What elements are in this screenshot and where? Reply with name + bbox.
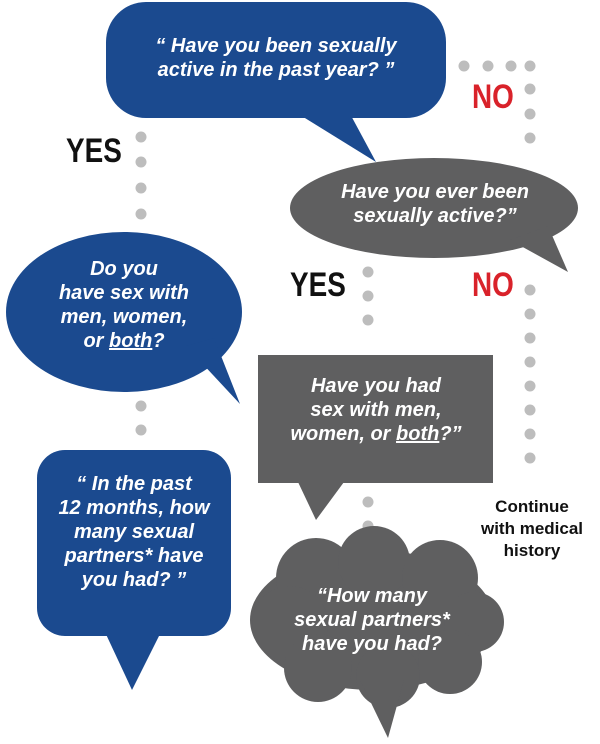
continue-line1: Continue xyxy=(495,497,569,516)
q6-line1: “How many xyxy=(316,585,428,607)
q4-line1: Have you had xyxy=(310,375,442,397)
q3-line2: have sex with xyxy=(58,282,190,304)
label-no-q2: NO xyxy=(472,266,514,304)
connector-q3-down xyxy=(135,400,147,436)
bubble-q6 xyxy=(250,526,504,738)
q2-line1: Have you ever been xyxy=(341,181,529,203)
q4-line3-emphasis: both xyxy=(396,423,440,445)
bubble-q1 xyxy=(106,2,446,162)
connector-q1-yes xyxy=(135,131,147,220)
question-had-sex-with-men-women-both: Have you had sex with men, women, or bot… xyxy=(262,374,490,446)
q3-line4-post: ? xyxy=(152,330,165,352)
bubble-q5 xyxy=(37,450,231,690)
q1-line2: active in the past year? ” xyxy=(157,59,395,81)
continue-line3: history xyxy=(503,541,561,560)
question-how-many-partners: “How many sexual partners* have you had? xyxy=(272,584,472,656)
connector-q2-yes xyxy=(362,266,374,326)
question-sex-with-men-women-both: Do you have sex with men, women, or both… xyxy=(26,257,222,353)
q4-line2: sex with men, xyxy=(310,399,442,421)
q6-line3: have you had? xyxy=(301,633,443,655)
q3-line4-pre: or xyxy=(83,330,110,352)
bubble-q3 xyxy=(6,232,242,404)
q4-line3-post: ?” xyxy=(439,423,462,445)
q5-line1: “ In the past xyxy=(76,473,192,495)
question-ever-sexually-active: Have you ever been sexually active?” xyxy=(300,180,570,228)
label-yes-q1: YES xyxy=(66,132,122,170)
q3-line4: or both? xyxy=(26,329,222,353)
q5-line2: 12 months, how xyxy=(58,497,210,519)
q4-line3: women, or both?” xyxy=(262,422,490,446)
q3-line3: men, women, xyxy=(60,306,188,328)
q3-line4-emphasis: both xyxy=(109,330,153,352)
q2-line2: sexually active?” xyxy=(353,205,517,227)
q3-line1: Do you xyxy=(90,258,158,280)
question-partners-past-12-months: “ In the past 12 months, how many sexual… xyxy=(42,472,226,592)
bubble-q2 xyxy=(290,158,578,272)
q4-line3-pre: women, or xyxy=(290,423,397,445)
q5-line5: you had? ” xyxy=(81,569,187,591)
q1-line1: “ Have you been sexually xyxy=(155,35,397,57)
connector-q1-no xyxy=(458,60,536,144)
continue-line2: with medical xyxy=(480,519,584,538)
label-yes-q2: YES xyxy=(290,266,346,304)
q6-line2: sexual partners* xyxy=(294,609,450,631)
connector-q2-no xyxy=(524,284,536,464)
label-no-q1: NO xyxy=(472,78,514,116)
continue-medical-history: Continue with medical history xyxy=(470,496,594,562)
q5-line3: many sexual xyxy=(73,521,195,543)
q5-line4: partners* have xyxy=(64,545,204,567)
bubble-q4 xyxy=(258,355,493,520)
question-sexually-active-past-year: “ Have you been sexually active in the p… xyxy=(112,34,440,82)
